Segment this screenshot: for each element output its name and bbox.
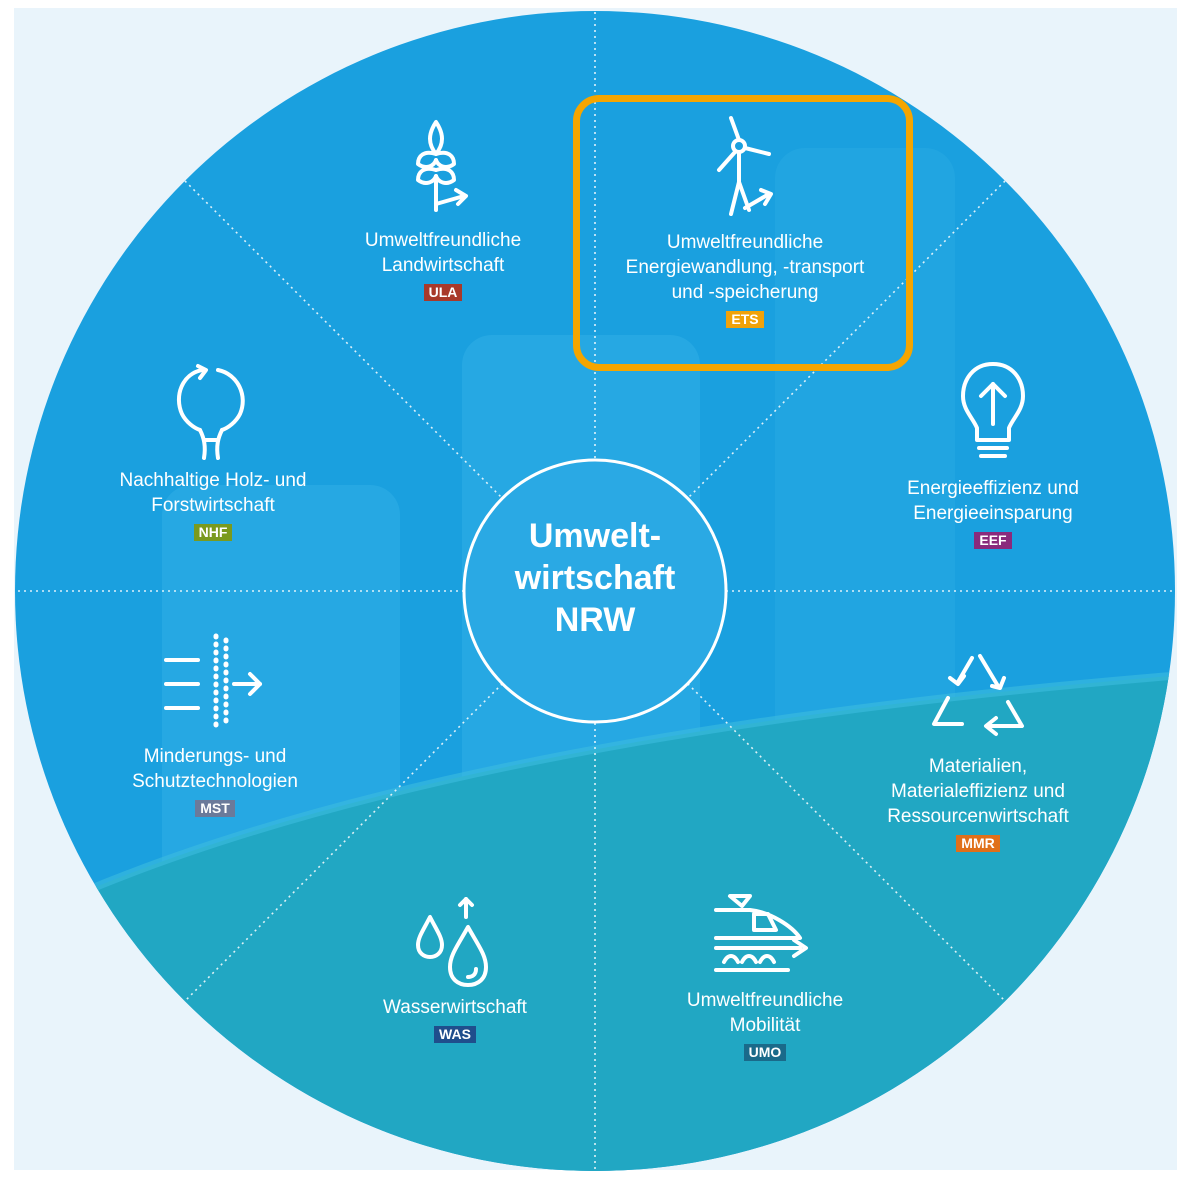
segment-was-badge: WAS	[434, 1026, 476, 1043]
segment-umo[interactable]: Umweltfreundliche Mobilität UMO	[620, 882, 910, 1064]
segment-mmr-label: Materialien, Materialeffizienz und Resso…	[887, 756, 1069, 827]
filter-arrow-icon	[164, 633, 262, 731]
segment-nhf-badge: NHF	[193, 524, 233, 541]
center-circle	[462, 458, 728, 724]
segment-ets[interactable]: Umweltfreundliche Energiewandlung, -tran…	[600, 112, 890, 331]
segment-mmr-badge: MMR	[956, 835, 1000, 852]
selected-highlight-frame	[573, 95, 913, 371]
wind-turbine-icon	[717, 116, 773, 216]
wheat-arrow-icon	[416, 120, 468, 212]
segment-eef-badge: EEF	[974, 532, 1012, 549]
segment-umo-label: Umweltfreundliche Mobilität	[686, 990, 844, 1036]
segment-eef-label: Energieeffizienz und Energieeinsparung	[907, 478, 1079, 524]
segment-nhf-label: Nachhaltige Holz- und Forstwirtschaft	[119, 470, 307, 516]
lightbulb-arrow-icon	[961, 362, 1025, 458]
segment-umo-badge: UMO	[743, 1044, 787, 1061]
segment-ula[interactable]: Umweltfreundliche Landwirtschaft ULA	[298, 112, 588, 304]
segment-eef[interactable]: Energieeffizienz und Energieeinsparung E…	[848, 358, 1138, 552]
segment-was[interactable]: Wasserwirtschaft WAS	[310, 897, 600, 1046]
segment-ets-badge: ETS	[726, 311, 764, 328]
tree-cycle-icon	[176, 364, 245, 460]
segment-mst-label: Minderungs- und Schutztechnologien	[132, 746, 298, 792]
segment-mmr[interactable]: Materialien, Materialeffizienz und Resso…	[833, 648, 1123, 855]
segment-mst-badge: MST	[195, 800, 235, 817]
recycle-icon	[932, 654, 1024, 736]
segment-ets-label: Umweltfreundliche Energiewandlung, -tran…	[625, 232, 865, 303]
center-title: Umwelt- wirtschaft NRW	[514, 517, 676, 639]
segment-ula-label: Umweltfreundliche Landwirtschaft	[364, 230, 522, 276]
segment-ula-badge: ULA	[423, 284, 463, 301]
segment-nhf[interactable]: Nachhaltige Holz- und Forstwirtschaft NH…	[68, 362, 358, 544]
segment-mst[interactable]: Minderungs- und Schutztechnologien MST	[70, 628, 360, 820]
water-drops-icon	[416, 897, 488, 987]
segment-was-label: Wasserwirtschaft	[383, 997, 527, 1018]
train-icon	[714, 894, 808, 972]
